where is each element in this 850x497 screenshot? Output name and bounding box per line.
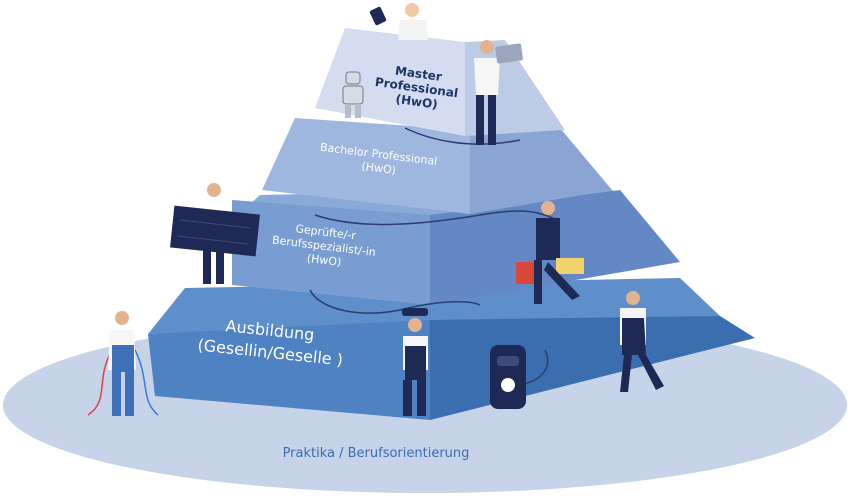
- cable-red: [87, 349, 113, 416]
- tier-master-front: [315, 28, 465, 136]
- tier-bachelor-side: [470, 128, 612, 214]
- label-line: (HwO): [395, 92, 439, 112]
- figure-cable-woman: [108, 311, 136, 416]
- base-label: Praktika / Berufsorientierung: [283, 446, 470, 461]
- cable-line: [404, 127, 521, 145]
- figure-tablet-woman: [369, 3, 428, 40]
- figure-solar-panel-man: [170, 183, 260, 284]
- label-line: Master: [394, 64, 443, 84]
- cable-line: [309, 289, 481, 314]
- charger-box: [490, 345, 526, 409]
- tier-ausbildung-front: [148, 320, 430, 420]
- figure-toolbox-woman: [516, 201, 584, 304]
- figure-walking-man: [620, 291, 664, 392]
- figure-laptop-man: [474, 40, 523, 145]
- tier-geprueft-front: [232, 200, 430, 305]
- cable-blue: [134, 349, 159, 416]
- label-line: (HwO): [306, 252, 342, 269]
- cable-line: [314, 210, 561, 226]
- label-line: (HwO): [361, 160, 397, 177]
- tier-bachelor-front: [262, 118, 470, 214]
- figure-robot: [342, 71, 364, 118]
- figure-overhead-man: [402, 308, 428, 416]
